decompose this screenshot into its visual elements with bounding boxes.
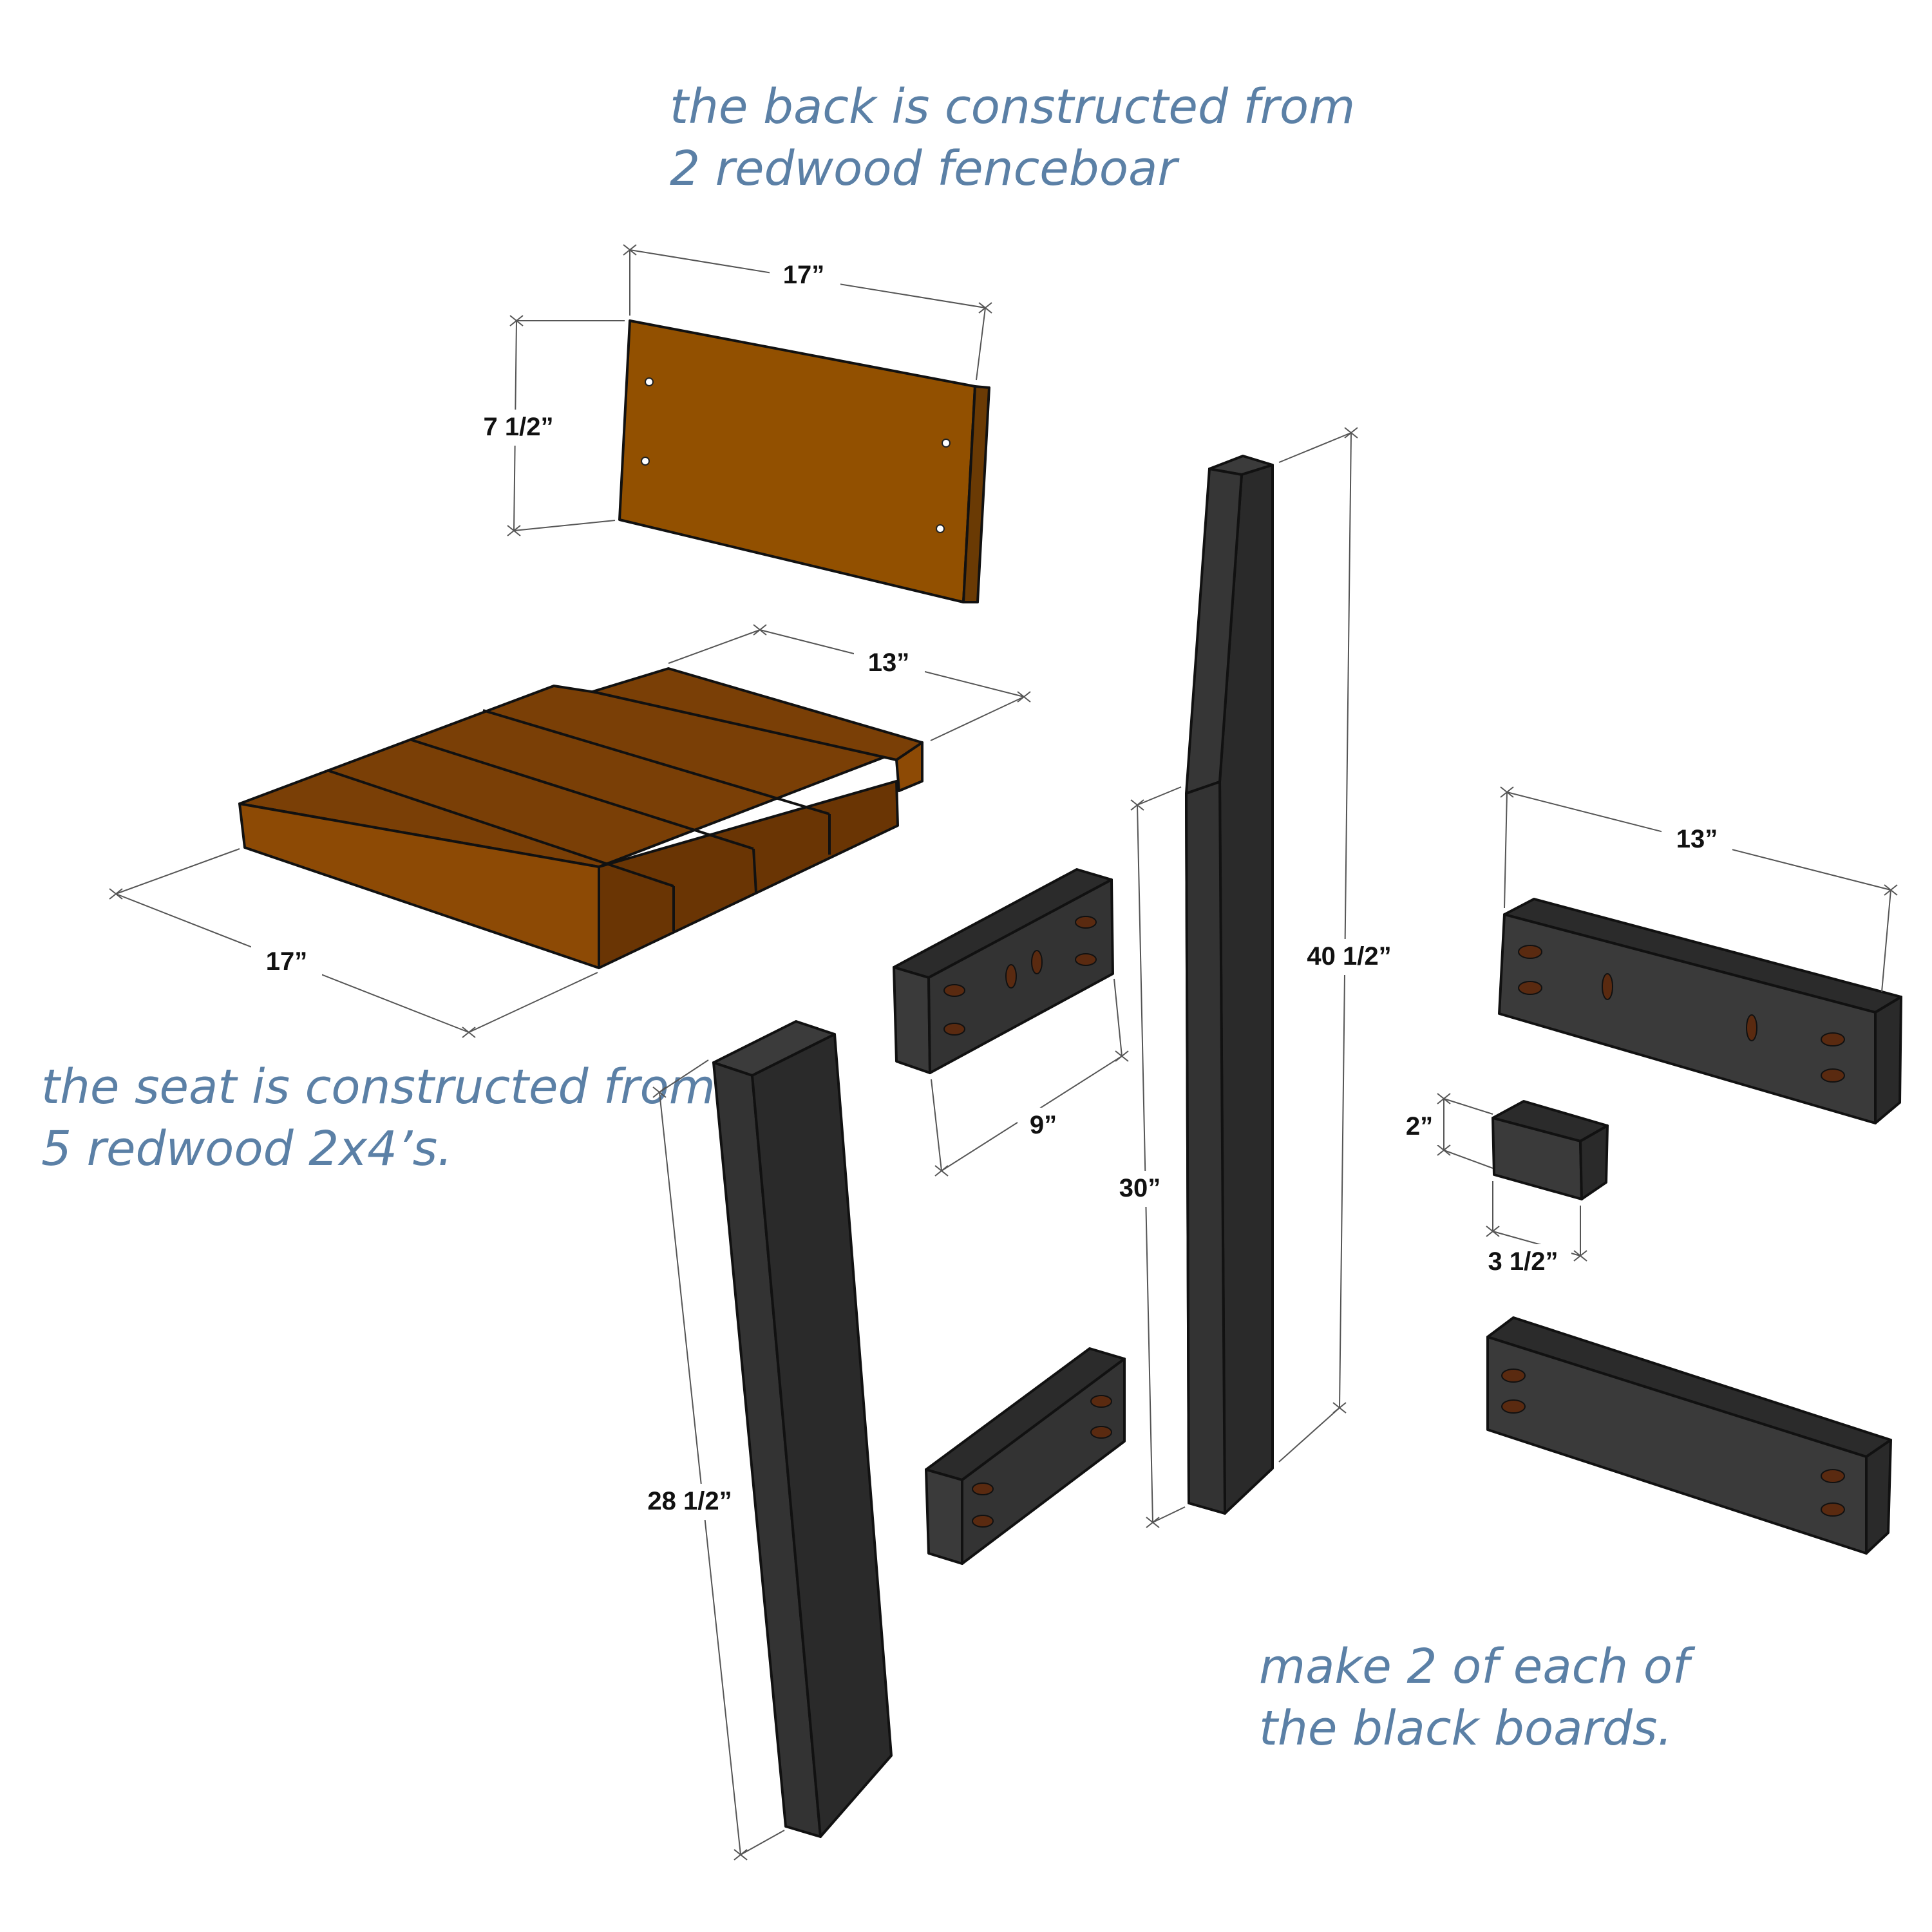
front-leg [712,1020,893,1838]
pocket-hole [1821,1469,1845,1483]
block-width-label: 2” [1406,1112,1433,1141]
front-leg-length-label: 28 1/2” [647,1487,732,1515]
apron-length-label: 9” [1030,1111,1057,1139]
screw-hole [645,377,654,386]
side-rail-upper [1498,898,1902,1124]
side-rail-lower [1486,1316,1892,1555]
seat-assembly [238,667,923,969]
black-boards-note: make 2 of each of the black boards. [1259,1636,1689,1759]
rail-end-face [1874,996,1902,1124]
seat-depth-dimension: 13” [668,624,1031,741]
front-leg-front-face [751,1033,893,1838]
seat-board-back-front [895,741,923,792]
back-panel-edge [962,385,990,603]
back-panel-face [618,319,976,603]
apron-side-face [927,878,1114,1074]
back-width-label: 17” [783,261,825,289]
back-construction-note: the back is constructed from 2 redwood f… [670,76,1355,200]
apron-face [925,1468,963,1565]
pocket-hole [1075,953,1097,966]
rear-leg [1185,455,1274,1515]
rail-end-face [1865,1439,1892,1555]
small-block [1492,1100,1609,1200]
pocket-hole [1031,950,1043,974]
seat-width-label: 17” [266,947,308,976]
rear-leg-lower-side [1185,781,1226,1515]
front-leg-length-dimension: 28 1/2” [635,1059,785,1861]
back-panel [618,319,990,603]
apron-length-dimension: 9” [931,978,1129,1177]
back-height-label: 7 1/2” [484,413,554,441]
seat-width-dimension: 17” [109,848,598,1038]
rear-leg-length-dimension: 40 1/2” [1278,427,1403,1463]
pocket-hole [1746,1014,1757,1041]
side-rail-length-label: 13” [1676,825,1718,853]
short-apron-upper [893,868,1114,1074]
seat-construction-note: the seat is constructed from 5 redwood 2… [41,1056,715,1180]
pocket-hole [1090,1395,1112,1408]
pocket-hole [1005,964,1017,989]
pocket-hole [972,1515,994,1528]
back-note-line-2: 2 redwood fenceboar [670,141,1177,196]
seat-note-line-1: the seat is constructed from [41,1059,715,1115]
block-width-dimension: 2” [1397,1093,1493,1169]
short-apron-lower [925,1347,1126,1565]
back-width-dimension: 17” [623,244,992,381]
rear-leg-length-label: 40 1/2” [1307,942,1391,971]
pocket-hole [943,1023,965,1036]
pocket-hole [1090,1426,1112,1439]
pocket-hole [1821,1502,1845,1517]
black-note-line-2: the black boards. [1259,1701,1672,1756]
pocket-hole [1821,1032,1845,1046]
pocket-hole [1518,945,1542,959]
block-end-face [1579,1124,1609,1200]
screw-hole [942,439,951,448]
black-note-line-1: make 2 of each of [1259,1639,1690,1694]
pocket-hole [943,984,965,997]
apron-side-face [961,1358,1126,1565]
pocket-hole [1602,973,1613,1000]
pocket-hole [1501,1399,1526,1414]
back-height-dimension: 7 1/2” [475,315,625,536]
back-note-line-1: the back is constructed from [670,79,1356,135]
rear-leg-lower-dimension: 30” [1109,786,1186,1528]
screw-hole [641,457,650,466]
block-length-label: 3 1/2” [1488,1247,1558,1276]
pocket-hole [1501,1368,1526,1383]
side-rail-length-dimension: 13” [1500,786,1898,992]
rear-leg-lower-label: 30” [1119,1174,1161,1202]
screw-hole [936,524,945,533]
seat-note-line-2: 5 redwood 2x4’s. [41,1121,453,1177]
pocket-hole [1075,916,1097,929]
apron-face [893,966,931,1074]
seat-depth-label: 13” [868,649,910,677]
block-length-dimension: 3 1/2” [1475,1181,1587,1280]
pocket-hole [1821,1068,1845,1083]
pocket-hole [972,1482,994,1495]
pocket-hole [1518,981,1542,995]
